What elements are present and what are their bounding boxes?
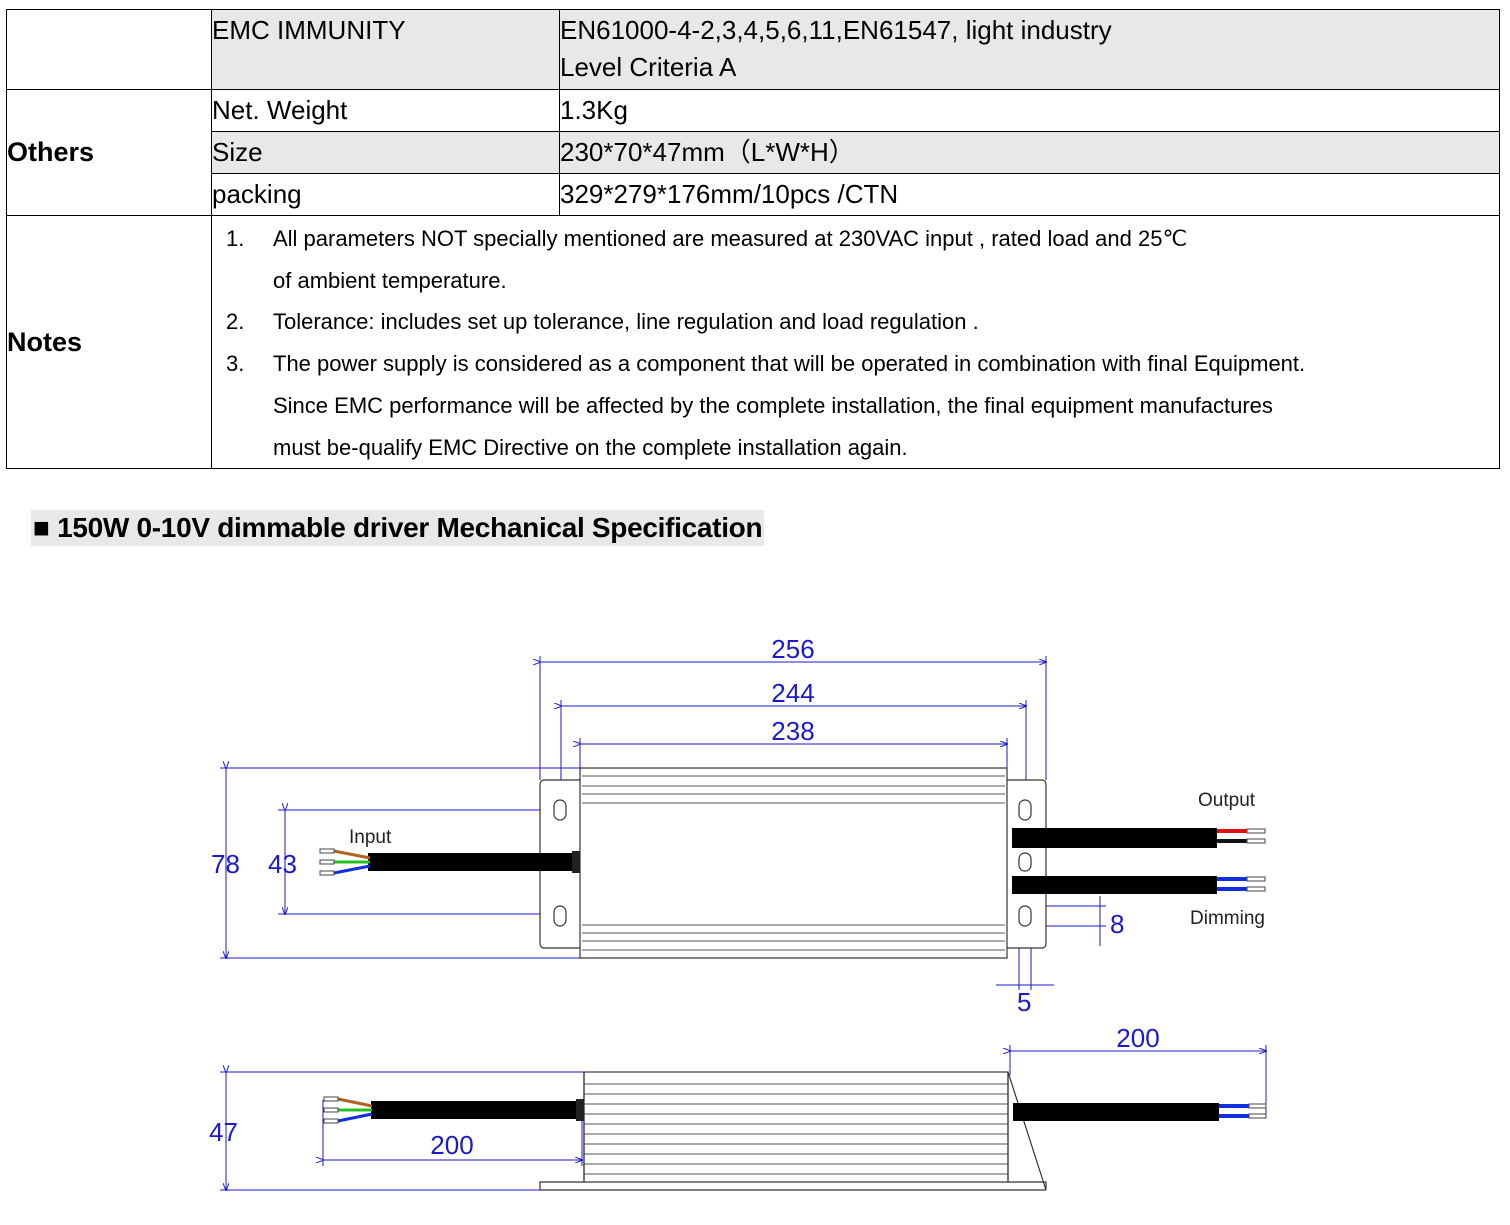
input-wires bbox=[333, 849, 371, 875]
heatsink-fins-side bbox=[584, 1083, 1008, 1175]
packing-label: packing bbox=[212, 179, 302, 209]
note-number: 3. bbox=[226, 351, 245, 377]
row-value: 329*279*176mm/10pcs /CTN bbox=[559, 173, 1500, 216]
row-label: Net. Weight bbox=[211, 89, 560, 132]
dimming-cable bbox=[1012, 876, 1217, 894]
note-line: Since EMC performance will be affected b… bbox=[273, 392, 1273, 418]
dim-256: 256 bbox=[771, 634, 814, 664]
driver-top-view bbox=[319, 767, 1266, 959]
size-value: 230*70*47mm（L*W*H） bbox=[560, 137, 855, 167]
label-input: Input bbox=[349, 827, 392, 848]
row-label: EMC IMMUNITY bbox=[211, 9, 560, 90]
row-value: EN61000-4-2,3,4,5,6,11,EN61547, light in… bbox=[559, 9, 1500, 90]
side-input-cable bbox=[371, 1101, 578, 1119]
dim-238: 238 bbox=[771, 716, 814, 746]
dim-200-left: 200 bbox=[430, 1130, 473, 1160]
driver-body-top bbox=[579, 767, 1008, 959]
driver-side-view bbox=[323, 1071, 1267, 1191]
label-output: Output bbox=[1198, 790, 1256, 811]
row-label: packing bbox=[211, 173, 560, 216]
spec-table: EMC IMMUNITY EN61000-4-2,3,4,5,6,11,EN61… bbox=[6, 9, 1500, 470]
note-line: must be-qualify EMC Directive on the com… bbox=[273, 434, 908, 460]
dim-8: 8 bbox=[1110, 909, 1124, 939]
table-row: Notes 1. All parameters NOT specially me… bbox=[6, 214, 1500, 470]
note-number: 2. bbox=[226, 309, 245, 335]
weight-label: Net. Weight bbox=[212, 95, 348, 125]
table-row: Size 230*70*47mm（L*W*H） bbox=[7, 131, 1500, 174]
note-line: All parameters NOT specially mentioned a… bbox=[273, 226, 1188, 251]
list-item: 2. Tolerance: includes set up tolerance,… bbox=[226, 301, 1499, 343]
section-title: ■ 150W 0-10V dimmable driver Mechanical … bbox=[31, 510, 765, 546]
category-cell bbox=[6, 9, 212, 90]
note-line: The power supply is considered as a comp… bbox=[273, 351, 1306, 377]
table-row: Others Net. Weight 1.3Kg bbox=[6, 89, 1500, 216]
size-label: Size bbox=[212, 137, 263, 167]
dim-5: 5 bbox=[1017, 987, 1031, 1017]
row-value: 230*70*47mm（L*W*H） bbox=[559, 131, 1500, 174]
emc-value-line1: EN61000-4-2,3,4,5,6,11,EN61547, light in… bbox=[560, 15, 1112, 45]
driver-body-side bbox=[583, 1071, 1009, 1183]
dim-244: 244 bbox=[771, 678, 814, 708]
dim-47: 47 bbox=[209, 1117, 238, 1147]
dim-200-right: 200 bbox=[1116, 1023, 1159, 1053]
dim-43: 43 bbox=[268, 849, 297, 879]
output-cable bbox=[1012, 828, 1217, 848]
emc-value-line2: Level Criteria A bbox=[560, 52, 737, 82]
heatsink-fins-top bbox=[582, 775, 1005, 951]
input-cable bbox=[368, 853, 576, 871]
side-view-labels: 47 200 200 bbox=[209, 1023, 1160, 1160]
emc-label: EMC IMMUNITY bbox=[212, 15, 406, 45]
row-label: Size bbox=[211, 131, 560, 174]
weight-value: 1.3Kg bbox=[560, 95, 628, 125]
list-item: 1. All parameters NOT specially mentione… bbox=[226, 218, 1499, 301]
top-view-labels: 256 244 238 78 43 8 5 Input Output Dimmi… bbox=[211, 634, 1265, 1017]
note-number: 1. bbox=[226, 226, 245, 251]
dim-78: 78 bbox=[211, 849, 240, 879]
table-row: EMC IMMUNITY EN61000-4-2,3,4,5,6,11,EN61… bbox=[6, 9, 1500, 90]
note-line: Tolerance: includes set up tolerance, li… bbox=[273, 309, 979, 335]
mounting-slots bbox=[553, 799, 1032, 927]
note-line: of ambient temperature. bbox=[273, 267, 507, 293]
list-item: 3. The power supply is considered as a c… bbox=[226, 343, 1499, 468]
category-notes: Notes bbox=[6, 214, 212, 470]
label-dimming: Dimming bbox=[1190, 908, 1265, 929]
side-flange bbox=[539, 1071, 1047, 1191]
row-value: 1.3Kg bbox=[559, 89, 1500, 132]
notes-list: 1. All parameters NOT specially mentione… bbox=[212, 216, 1499, 468]
notes-cell: 1. All parameters NOT specially mentione… bbox=[211, 214, 1500, 470]
packing-value: 329*279*176mm/10pcs /CTN bbox=[560, 179, 899, 209]
side-output-cable bbox=[1013, 1103, 1219, 1121]
table-row: packing 329*279*176mm/10pcs /CTN bbox=[7, 173, 1500, 216]
